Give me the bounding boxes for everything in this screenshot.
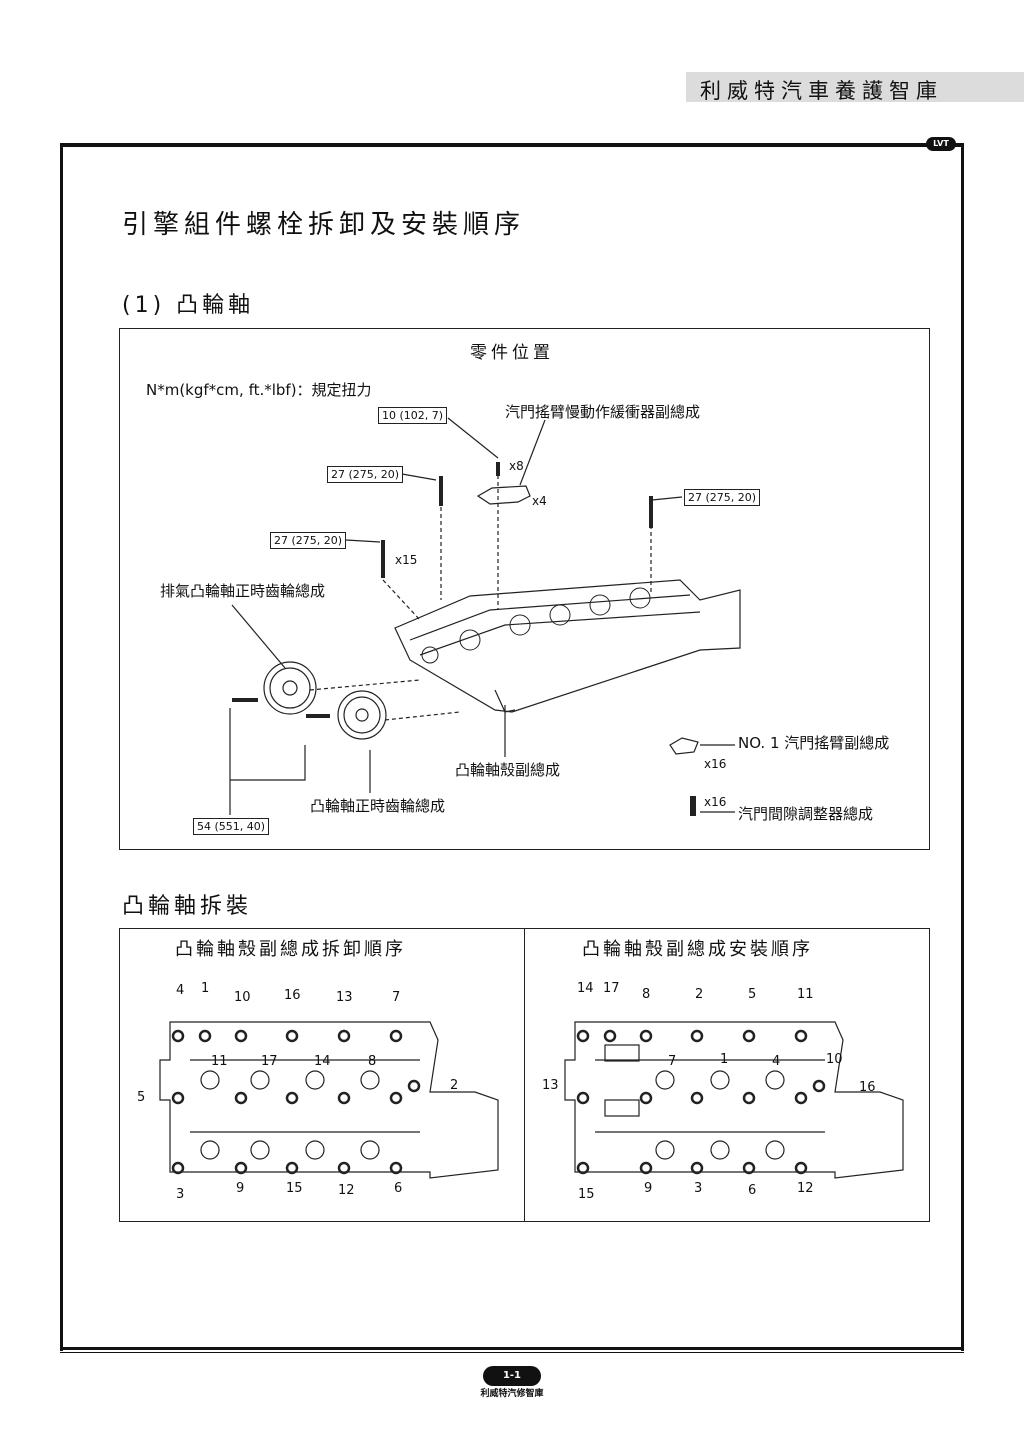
removal-step-number: 3 [176, 1187, 185, 1202]
removal-step-number: 9 [236, 1181, 245, 1196]
component-location-title: 零件位置 [470, 343, 554, 363]
part-label-camshaft-housing: 凸輪軸殼副總成 [455, 761, 561, 779]
install-step-number: 1 [720, 1052, 729, 1067]
install-step-number: 10 [826, 1052, 843, 1067]
install-step-number: 8 [642, 987, 651, 1002]
install-step-number: 17 [603, 981, 620, 996]
removal-step-number: 10 [234, 990, 251, 1005]
brand-badge: LVT [926, 137, 956, 151]
removal-step-number: 5 [137, 1090, 146, 1105]
component-location-box [119, 328, 930, 850]
removal-step-number: 11 [211, 1054, 228, 1069]
install-step-number: 4 [772, 1054, 781, 1069]
part-label-rocker-arm: NO. 1 汽門搖臂副總成 [738, 734, 890, 752]
removal-step-number: 15 [286, 1181, 303, 1196]
quantity-label: x15 [395, 553, 418, 567]
header-bar [686, 72, 1024, 102]
removal-sequence-title: 凸輪軸殼副總成拆卸順序 [175, 939, 406, 960]
torque-label: 54 (551, 40) [193, 818, 270, 835]
quantity-label: x4 [532, 494, 547, 508]
sequence-divider [524, 928, 525, 1221]
part-label-buffer: 汽門搖臂慢動作緩衝器副總成 [505, 403, 701, 421]
header-title: 利威特汽車養護智庫 [700, 79, 943, 103]
torque-unit-note: N*m(kgf*cm, ft.*lbf)：規定扭力 [146, 381, 372, 399]
frame-bottom [60, 1347, 964, 1350]
install-step-number: 9 [644, 1181, 653, 1196]
install-sequence-diagram [564, 1021, 904, 1179]
quantity-label: x16 [704, 757, 727, 771]
removal-step-number: 4 [176, 983, 185, 998]
removal-sequence-diagram [159, 1021, 499, 1179]
page-title: 引擎組件螺栓拆卸及安裝順序 [122, 210, 526, 240]
install-step-number: 6 [748, 1183, 757, 1198]
torque-label: 10 (102, 7) [378, 407, 448, 424]
section-heading-camshaft-removal: 凸輪軸拆裝 [122, 894, 253, 919]
removal-step-number: 1 [201, 981, 210, 996]
removal-step-number: 12 [338, 1183, 355, 1198]
install-step-number: 5 [748, 987, 757, 1002]
footer-brand: 利威特汽修智庫 [480, 1389, 544, 1399]
part-label-cam-sprocket: 凸輪軸正時齒輪總成 [310, 797, 446, 815]
torque-label: 27 (275, 20) [327, 466, 404, 483]
quantity-label: x8 [509, 459, 524, 473]
removal-step-number: 13 [336, 990, 353, 1005]
removal-step-number: 16 [284, 988, 301, 1003]
install-step-number: 13 [542, 1078, 559, 1093]
install-step-number: 12 [797, 1181, 814, 1196]
removal-step-number: 6 [394, 1181, 403, 1196]
frame-right [961, 143, 964, 1351]
install-step-number: 2 [695, 987, 704, 1002]
removal-step-number: 7 [392, 990, 401, 1005]
install-step-number: 7 [668, 1054, 677, 1069]
part-label-lash-adjuster: 汽門間隙調整器總成 [738, 805, 874, 823]
page-number-badge: 1-1 [483, 1366, 541, 1386]
install-step-number: 16 [859, 1080, 876, 1095]
removal-step-number: 8 [368, 1054, 377, 1069]
removal-step-number: 14 [314, 1054, 331, 1069]
install-step-number: 15 [578, 1187, 595, 1202]
install-step-number: 3 [694, 1181, 703, 1196]
section-heading-camshaft: (1) 凸輪軸 [122, 293, 255, 318]
torque-label: 27 (275, 20) [270, 532, 347, 549]
frame-bottom-rule [60, 1352, 964, 1353]
frame-left [60, 143, 63, 1351]
frame-top [60, 143, 964, 147]
install-sequence-title: 凸輪軸殼副總成安裝順序 [582, 939, 813, 960]
install-step-number: 14 [577, 981, 594, 996]
removal-step-number: 17 [261, 1054, 278, 1069]
install-step-number: 11 [797, 987, 814, 1002]
quantity-label: x16 [704, 795, 727, 809]
torque-label: 27 (275, 20) [684, 489, 761, 506]
removal-step-number: 2 [450, 1078, 459, 1093]
part-label-exhaust-sprocket: 排氣凸輪軸正時齒輪總成 [160, 582, 326, 600]
